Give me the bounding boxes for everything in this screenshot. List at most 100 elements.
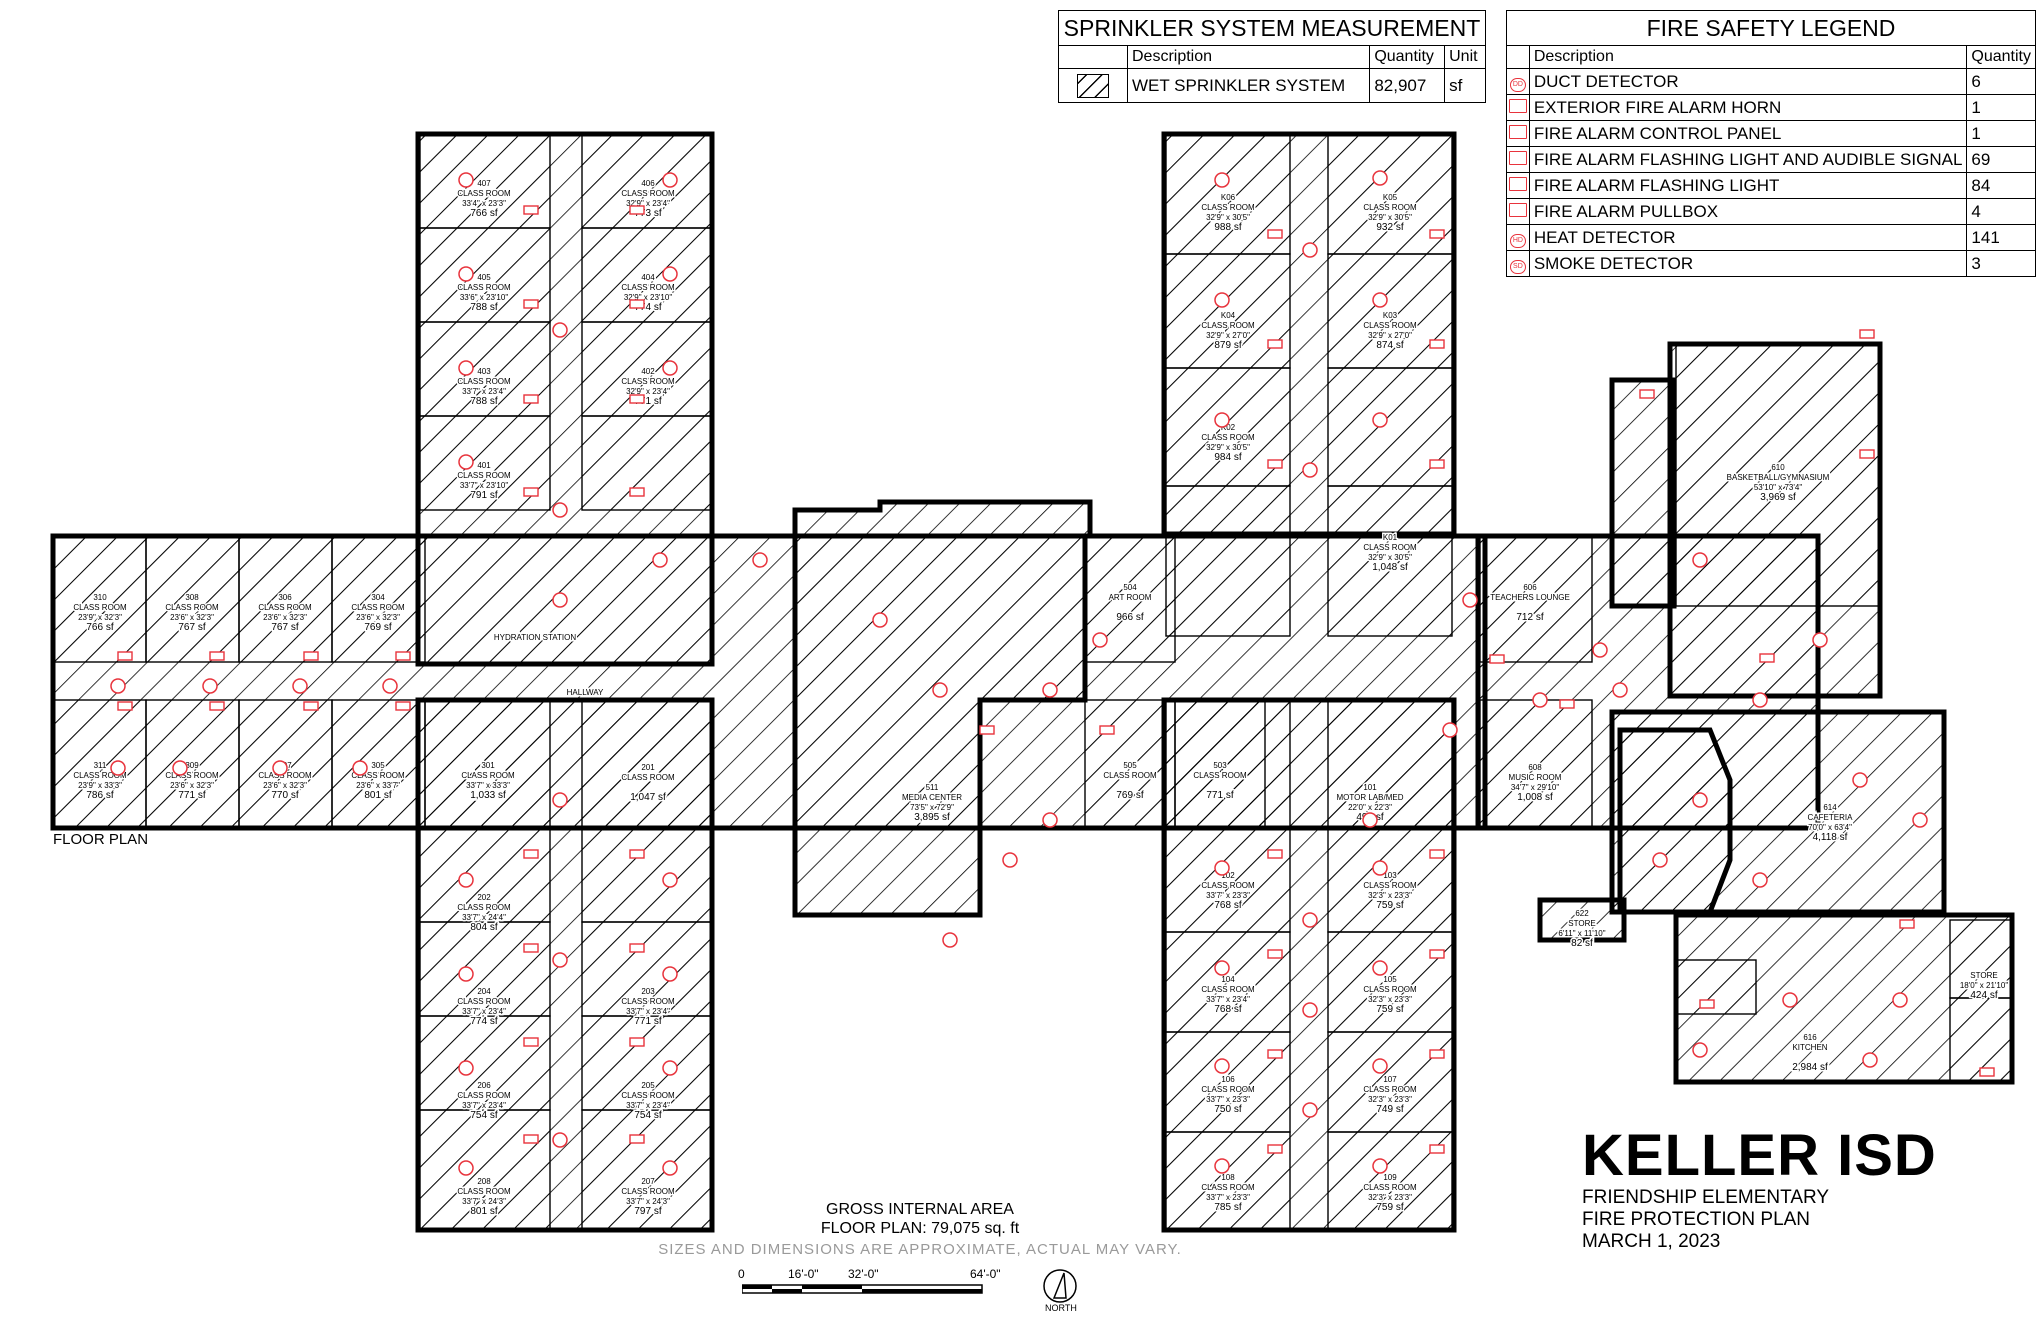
scale-label-64: 64'-0" — [970, 1267, 1001, 1281]
room — [424, 699, 551, 829]
north-arrow-icon — [1043, 1269, 1077, 1303]
exterior-horn-icon — [1508, 98, 1527, 113]
room-name: BASKETBALL/GYMNASIUM — [1727, 473, 1830, 482]
heat-detector-icon — [110, 760, 126, 776]
legend-quantity: 4 — [1966, 198, 2036, 225]
room-num: 101 — [1363, 783, 1377, 792]
room-name: CLASS ROOM — [621, 189, 675, 198]
room-num: 511 — [926, 783, 939, 792]
room-name: CLASS ROOM — [621, 377, 675, 386]
room-num: 301 — [481, 761, 495, 770]
room-dims: 33'7" x 23'4" — [462, 1007, 506, 1016]
room-dims: 6'11" x 11'10" — [1558, 929, 1605, 938]
room — [419, 1015, 551, 1111]
heat-detector-icon — [1372, 170, 1388, 186]
room-dims: 18'0" x 21'10" — [1960, 981, 2008, 990]
room-num: 105 — [1383, 975, 1397, 984]
legend-header-quantity: Quantity — [1966, 45, 2036, 69]
flashing-light-icon — [629, 205, 645, 215]
flashing-light-icon — [1859, 329, 1875, 339]
heat-detector-icon — [872, 612, 888, 628]
gross-internal-area: GROSS INTERNAL AREA FLOOR PLAN: 79,075 s… — [720, 1200, 1120, 1238]
flashing-light-icon — [1639, 389, 1655, 399]
room-num: 207 — [641, 1177, 655, 1186]
room-area: 801 sf — [364, 790, 391, 801]
heat-detector-icon — [458, 172, 474, 188]
flashing-light-icon — [1267, 339, 1283, 349]
room-num: 403 — [477, 367, 491, 376]
heat-detector-icon — [110, 678, 126, 694]
room-area: 788 sf — [470, 396, 497, 407]
room-num: 305 — [371, 761, 385, 770]
room-name: CLASS ROOM — [461, 771, 515, 780]
heat-detector-icon — [552, 792, 568, 808]
room-dims: 32'3" x 23'3" — [1368, 1193, 1412, 1202]
room-area: 788 sf — [470, 302, 497, 313]
room-area: 786 sf — [86, 790, 113, 801]
room-area: 797 sf — [634, 1206, 661, 1217]
room-name: CLASS ROOM — [621, 1187, 675, 1196]
heat-detector-icon — [458, 360, 474, 376]
heat-detector-icon — [1302, 462, 1318, 478]
room-area: 1,047 sf — [630, 792, 666, 803]
heat-detector-icon — [1532, 692, 1548, 708]
room-dims: 70'0" x 63'4" — [1808, 823, 1852, 832]
room-dims: 32'9" x 30'5" — [1206, 443, 1250, 452]
duct-detector-icon: DD — [1509, 78, 1526, 92]
room-dims: 23'6" x 32'3" — [356, 613, 400, 622]
heat-detector-icon — [662, 1060, 678, 1076]
district-name: KELLER ISD — [1582, 1123, 1937, 1188]
room-name: TEACHERS LOUNGE — [1490, 593, 1570, 602]
flashing-light-icon — [117, 701, 133, 711]
room-num: K04 — [1221, 311, 1236, 320]
room-num: 108 — [1221, 1173, 1235, 1182]
flashing-light-icon — [1267, 1144, 1283, 1154]
room-num: 309 — [185, 761, 199, 770]
legend-description: EXTERIOR FIRE ALARM HORN — [1528, 94, 1968, 121]
room-name: CLASS ROOM — [1363, 1085, 1417, 1094]
room-name: CLASS ROOM — [1193, 771, 1247, 780]
room — [419, 827, 551, 923]
heat-detector-icon — [552, 502, 568, 518]
heat-detector-icon — [1652, 852, 1668, 868]
heat-detector-icon — [1852, 772, 1868, 788]
heat-detector-icon — [1214, 292, 1230, 308]
room-dims: 32'9" x 30'5" — [1368, 213, 1412, 222]
room-dims: 23'6" x 32'3" — [263, 781, 307, 790]
room — [581, 1015, 713, 1111]
room-num: 203 — [641, 987, 655, 996]
room — [1327, 1031, 1453, 1133]
room-dims: 32'9" x 27'0" — [1206, 331, 1250, 340]
legend-quantity: 3 — [1966, 250, 2036, 277]
flashing-light-icon — [1429, 339, 1445, 349]
room-area: 966 sf — [1116, 612, 1143, 623]
room-name: CLASS ROOM — [1363, 321, 1417, 330]
room-name: ART ROOM — [1109, 593, 1152, 602]
legend-description: HEAT DETECTOR — [1528, 224, 1968, 251]
room-area: 771 sf — [1206, 790, 1233, 801]
room-area: 1,033 sf — [470, 790, 506, 801]
flashing-light-icon — [1429, 1144, 1445, 1154]
room-area: 771 sf — [634, 1016, 661, 1027]
room — [581, 827, 713, 923]
room — [331, 699, 426, 829]
room — [1165, 827, 1291, 933]
room-dims: 32'9" x 30'5" — [1368, 553, 1412, 562]
room — [1165, 485, 1291, 637]
heat-detector-icon — [932, 682, 948, 698]
flashing-light-icon — [303, 651, 319, 661]
flashing-light-icon — [1979, 1067, 1995, 1077]
